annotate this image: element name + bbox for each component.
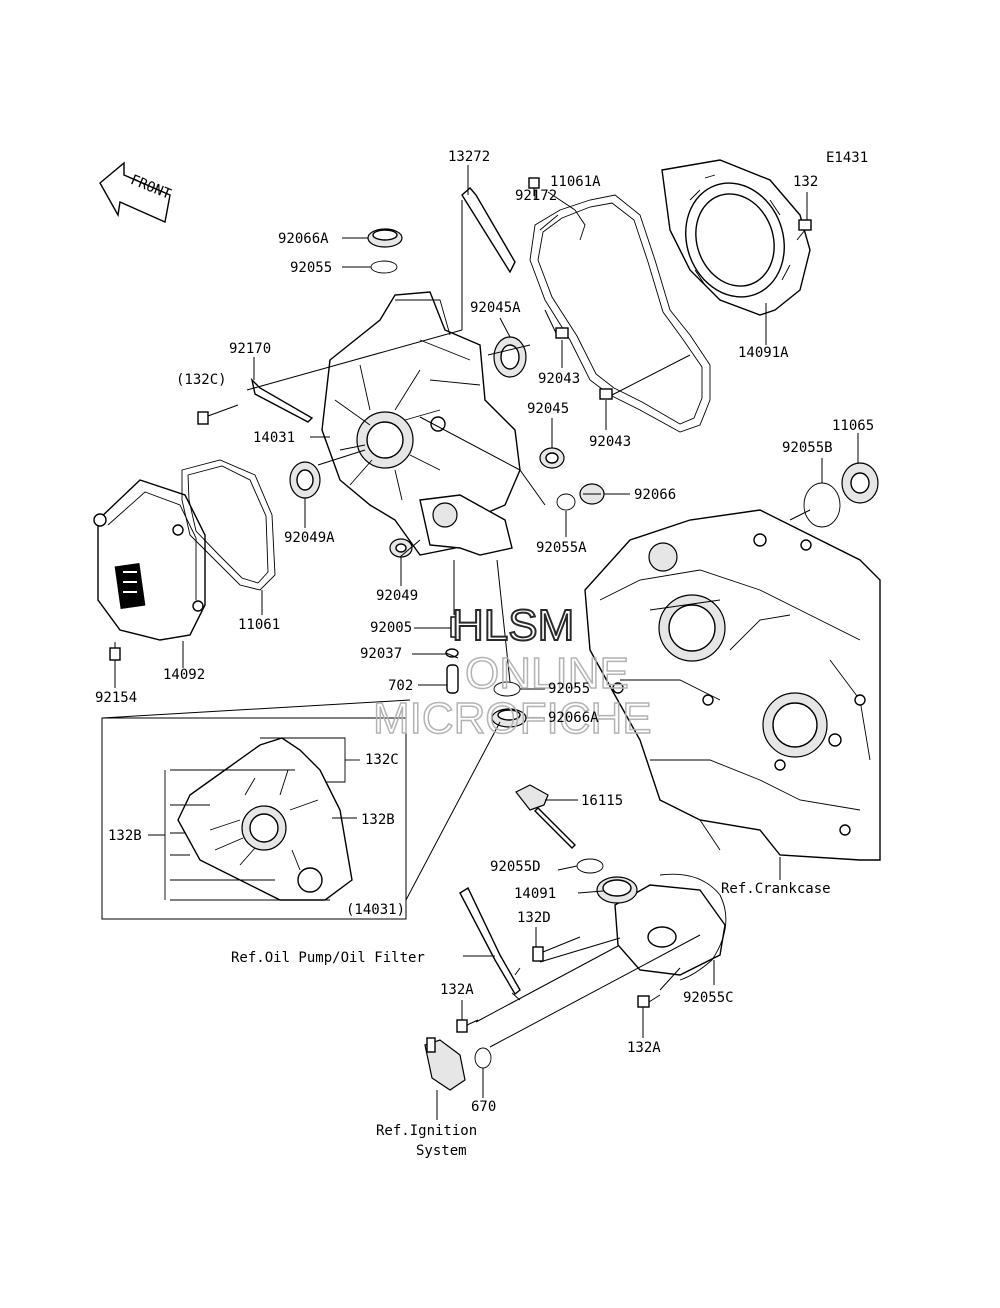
gasket-11061 bbox=[181, 459, 276, 591]
label-92043-a: 92043 bbox=[538, 371, 580, 387]
label-14091: 14091 bbox=[514, 886, 556, 902]
front-arrow-icon: FRONT bbox=[99, 161, 174, 224]
label-132: 132 bbox=[793, 174, 818, 190]
seal-92045 bbox=[539, 447, 565, 469]
diagram-code: E1431 bbox=[826, 150, 868, 166]
label-702: 702 bbox=[388, 678, 413, 694]
watermark-line-1: HLSM bbox=[452, 601, 574, 650]
cover-14091 bbox=[596, 876, 726, 976]
label-132C-inset: 132C bbox=[365, 752, 399, 768]
dipstick-16115 bbox=[515, 784, 576, 849]
o-ring-92055-top bbox=[370, 260, 398, 274]
ref-oil-pump-label: Ref.Oil Pump/Oil Filter bbox=[231, 950, 425, 966]
clip-92037 bbox=[445, 648, 459, 659]
ref-ignition-label-line-2: System bbox=[416, 1143, 467, 1159]
engine-cover-14031 bbox=[321, 291, 521, 556]
label-92154: 92154 bbox=[95, 690, 137, 706]
cap-92066A-top bbox=[367, 228, 403, 248]
label-13272: 13272 bbox=[448, 149, 490, 165]
label-132B-right: 132B bbox=[361, 812, 395, 828]
label-92055B: 92055B bbox=[782, 440, 833, 456]
o-ring-92055C bbox=[659, 873, 727, 981]
label-92005: 92005 bbox=[370, 620, 412, 636]
bolt-132A-right-icon bbox=[637, 994, 661, 1008]
label-92055C: 92055C bbox=[683, 990, 734, 1006]
o-ring-670 bbox=[474, 1047, 492, 1069]
label-92066A-top: 92066A bbox=[278, 231, 329, 247]
bolt-92172-icon bbox=[528, 177, 540, 196]
label-92045A: 92045A bbox=[470, 300, 521, 316]
label-92055A: 92055A bbox=[536, 540, 587, 556]
seal-92049A bbox=[289, 461, 321, 499]
label-92037: 92037 bbox=[360, 646, 402, 662]
label-92049: 92049 bbox=[376, 588, 418, 604]
bolt-132D-icon bbox=[532, 936, 581, 962]
label-14031: 14031 bbox=[253, 430, 295, 446]
label-92055-top: 92055 bbox=[290, 260, 332, 276]
o-ring-92055D bbox=[576, 858, 604, 874]
gasket-11061A bbox=[529, 194, 711, 433]
watermark: HLSM ONLINE MICROFICHE bbox=[372, 600, 652, 744]
o-ring-92055A bbox=[556, 493, 576, 511]
generator-cover-14092 bbox=[93, 479, 206, 641]
label-11065: 11065 bbox=[832, 418, 874, 434]
bolt-92154-icon bbox=[109, 642, 121, 661]
label-92055D: 92055D bbox=[490, 859, 541, 875]
leader-lines bbox=[101, 165, 859, 1120]
part-labels: 13272 92172 11061A 132 92066A 92055 9204… bbox=[95, 149, 874, 1159]
label-132A-right: 132A bbox=[627, 1040, 661, 1056]
ref-ignition-label-line-1: Ref.Ignition bbox=[376, 1123, 477, 1139]
label-92049A: 92049A bbox=[284, 530, 335, 546]
watermark-line-3: MICROFICHE bbox=[373, 694, 652, 743]
plug-92066 bbox=[579, 483, 605, 505]
ref-crankcase-label: Ref.Crankcase bbox=[721, 881, 831, 897]
cap-11065 bbox=[841, 462, 879, 504]
label-92172: 92172 bbox=[515, 188, 557, 204]
label-92170: 92170 bbox=[229, 341, 271, 357]
o-ring-92055B bbox=[803, 482, 841, 528]
label-92066A-mid: 92066A bbox=[548, 710, 599, 726]
label-14091A: 14091A bbox=[738, 345, 789, 361]
bolt-132C-icon bbox=[197, 404, 239, 425]
label-11061A: 11061A bbox=[550, 174, 601, 190]
label-92055-mid: 92055 bbox=[548, 681, 590, 697]
label-14092: 14092 bbox=[163, 667, 205, 683]
crankcase bbox=[584, 509, 881, 861]
bolt-132A-left-icon bbox=[456, 1019, 479, 1033]
label-92066: 92066 bbox=[634, 487, 676, 503]
label-132B-left: 132B bbox=[108, 828, 142, 844]
label-92045: 92045 bbox=[527, 401, 569, 417]
label-132C-paren: (132C) bbox=[176, 372, 227, 388]
label-670: 670 bbox=[471, 1099, 496, 1115]
pin-92005 bbox=[450, 616, 459, 638]
label-16115: 16115 bbox=[581, 793, 623, 809]
inset-box bbox=[101, 717, 407, 920]
sensor-ignition bbox=[424, 1037, 466, 1091]
label-132D: 132D bbox=[517, 910, 551, 926]
dowel-92043-a bbox=[555, 327, 569, 339]
label-92043-b: 92043 bbox=[589, 434, 631, 450]
pin-702 bbox=[446, 664, 459, 694]
label-132A-left: 132A bbox=[440, 982, 474, 998]
label-11061: 11061 bbox=[238, 617, 280, 633]
bearing-92045A bbox=[493, 336, 527, 378]
dowel-92043-b bbox=[599, 388, 613, 400]
shroud-14091A bbox=[661, 159, 811, 316]
cap-92066A-mid bbox=[491, 708, 527, 728]
oil-pipe bbox=[459, 886, 521, 996]
label-inset-14031: (14031) bbox=[346, 902, 405, 918]
watermark-line-2: ONLINE bbox=[465, 649, 629, 698]
seal-92049 bbox=[389, 538, 413, 558]
bracket-13272 bbox=[461, 187, 516, 274]
bolt-132-icon bbox=[796, 219, 812, 241]
